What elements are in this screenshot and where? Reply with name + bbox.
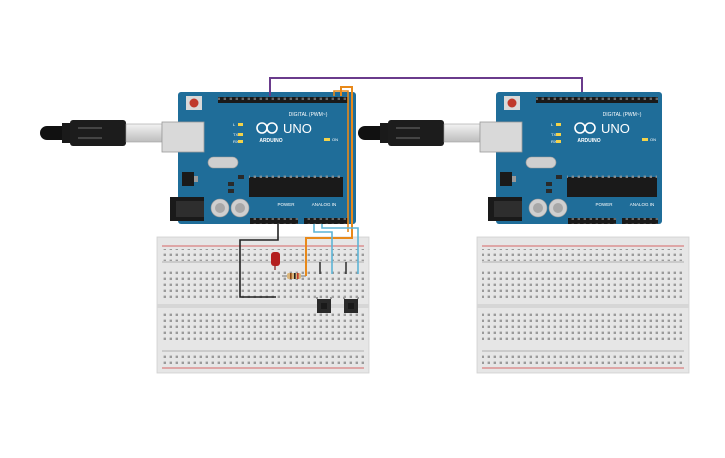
brand-label-left: ARDUINO <box>259 138 282 144</box>
model-label-left: UNO <box>283 121 312 136</box>
red-led[interactable] <box>271 252 280 270</box>
button-signal-wire-1[interactable] <box>313 224 333 274</box>
power-label-left: POWER <box>277 202 295 207</box>
digital-label-left: DIGITAL (PWM~) <box>289 112 328 118</box>
voltage-regulator-left <box>182 172 194 186</box>
on-led-left <box>324 138 330 141</box>
breadboard-left[interactable] <box>156 236 370 374</box>
arduino-uno-left[interactable]: DIGITAL (PWM~) UNO ARDUINO L TX RX ON <box>161 92 356 224</box>
usb-jack-left <box>161 121 205 153</box>
power-rail-top-left[interactable] <box>162 249 364 261</box>
tx-led-right <box>556 133 561 136</box>
arduino-logo-right <box>574 122 596 134</box>
usb-jack-right <box>479 121 523 153</box>
tx-rx-loop-wire-2[interactable] <box>333 90 349 232</box>
button-signal-wire-2[interactable] <box>321 224 359 274</box>
terminal-strip-top-right[interactable] <box>482 270 684 300</box>
terminal-strip-bottom-left[interactable] <box>162 313 364 343</box>
crystal-left <box>207 156 239 169</box>
tx-led-left <box>238 133 243 136</box>
terminal-strip-bottom-right[interactable] <box>482 313 684 343</box>
rx-led-right <box>556 140 561 143</box>
on-led-label-right: ON <box>650 137 656 142</box>
analog-label-left: ANALOG IN <box>312 202 337 207</box>
l-led-right <box>556 123 561 126</box>
wires <box>239 77 583 298</box>
push-button-2[interactable] <box>343 297 359 313</box>
l-led-label-left: L <box>233 122 236 127</box>
power-label-right: POWER <box>595 202 613 207</box>
power-rail-bottom-right[interactable] <box>482 353 684 365</box>
rx-led-left <box>238 140 243 143</box>
tx-rx-loop-wire[interactable] <box>305 86 353 276</box>
rx-led-label-right: RX <box>551 139 557 144</box>
crystal-right <box>525 156 557 169</box>
resistor[interactable] <box>282 273 306 279</box>
usb-cable-right[interactable] <box>358 120 481 146</box>
arduino-uno-right[interactable]: DIGITAL (PWM~) UNO ARDUINO L TX RX ON PO… <box>479 92 662 224</box>
on-led-label-left: ON <box>332 137 338 142</box>
analog-label-right: ANALOG IN <box>630 202 655 207</box>
l-led-left <box>238 123 243 126</box>
microcontroller-chip-right <box>567 177 657 197</box>
on-led-right <box>642 138 648 141</box>
breadboard-right[interactable] <box>476 236 690 374</box>
push-button-1[interactable] <box>316 297 332 313</box>
arduino-logo-left <box>256 122 278 134</box>
voltage-regulator-right <box>500 172 512 186</box>
terminal-strip-top-left[interactable] <box>162 270 364 300</box>
tx-led-label-right: TX <box>551 132 556 137</box>
brand-label-right: ARDUINO <box>577 138 600 144</box>
serial-link-wire[interactable] <box>269 77 583 96</box>
rx-led-label-left: RX <box>233 139 239 144</box>
microcontroller-chip-left <box>249 177 343 197</box>
l-led-label-right: L <box>551 122 554 127</box>
digital-label-right: DIGITAL (PWM~) <box>603 112 642 118</box>
power-rail-bottom-left[interactable] <box>162 353 364 365</box>
tx-led-label-left: TX <box>233 132 238 137</box>
ground-wire[interactable] <box>239 224 279 298</box>
center-channel-right <box>477 304 689 308</box>
usb-cable-left[interactable] <box>40 120 163 146</box>
center-channel-left <box>157 304 369 308</box>
power-rail-top-right[interactable] <box>482 249 684 261</box>
model-label-right: UNO <box>601 121 630 136</box>
